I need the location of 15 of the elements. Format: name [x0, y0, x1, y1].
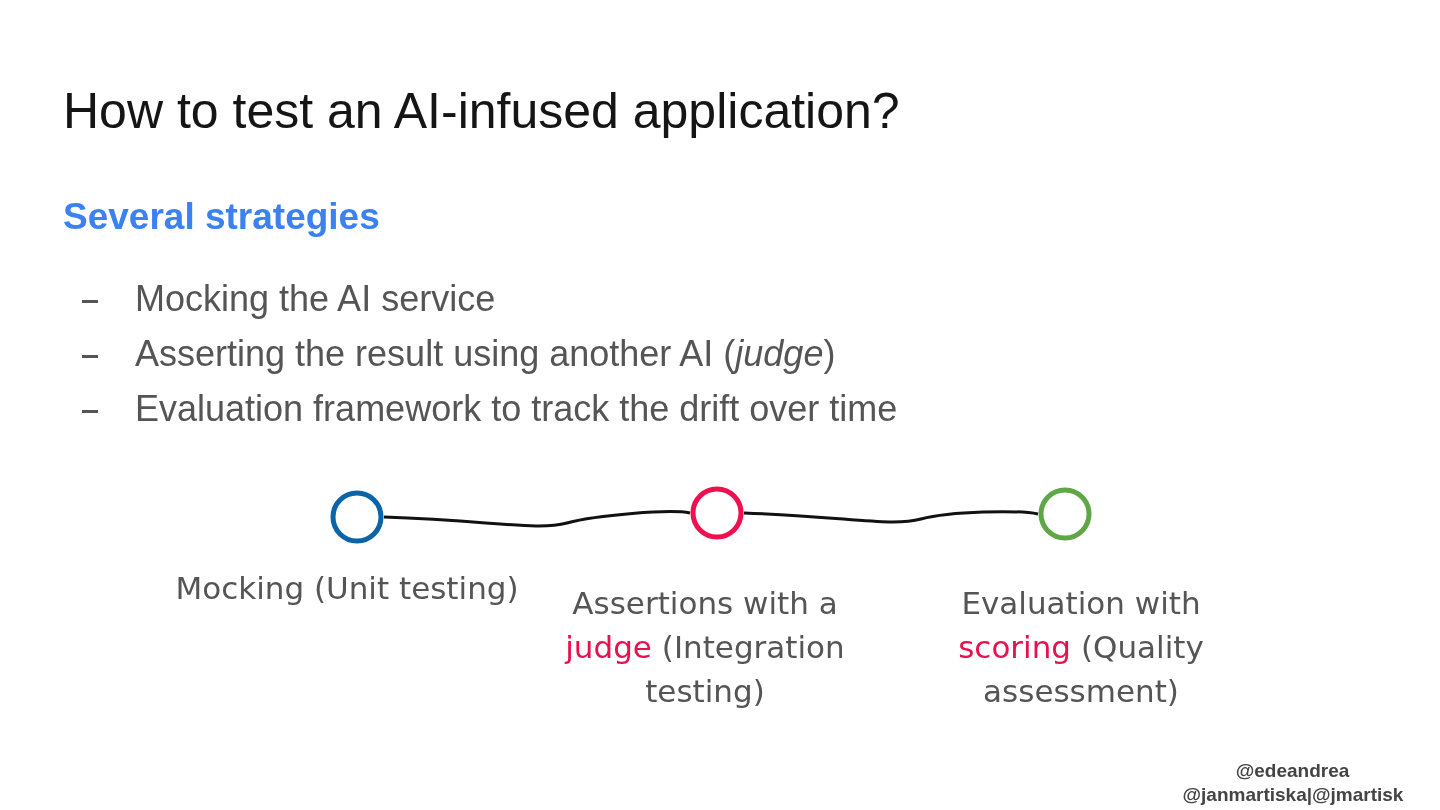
- social-handle: @edeandrea: [1234, 760, 1351, 782]
- section-heading: Several strategies: [63, 196, 380, 238]
- connector-line: [743, 510, 1039, 524]
- circle-node: [690, 486, 744, 540]
- bullet-text: Mocking the AI service: [135, 278, 496, 320]
- bullet-text: Evaluation framework to track the drift over time: [135, 388, 898, 430]
- circle-node: [330, 490, 384, 544]
- node-caption: Mocking (Unit testing): [174, 569, 520, 608]
- social-handle: @janmartiska|@jmartisk: [1181, 784, 1405, 806]
- bullet-text: Asserting the result using another AI (judge): [135, 333, 836, 375]
- circle-node: [1038, 487, 1092, 541]
- node-caption: Evaluation with scoring (Quality assessment): [957, 584, 1205, 711]
- node-caption: Assertions with a judge (Integration testing): [563, 584, 846, 711]
- slide-title: How to test an AI-infused application?: [63, 82, 900, 140]
- connector-line: [383, 510, 691, 528]
